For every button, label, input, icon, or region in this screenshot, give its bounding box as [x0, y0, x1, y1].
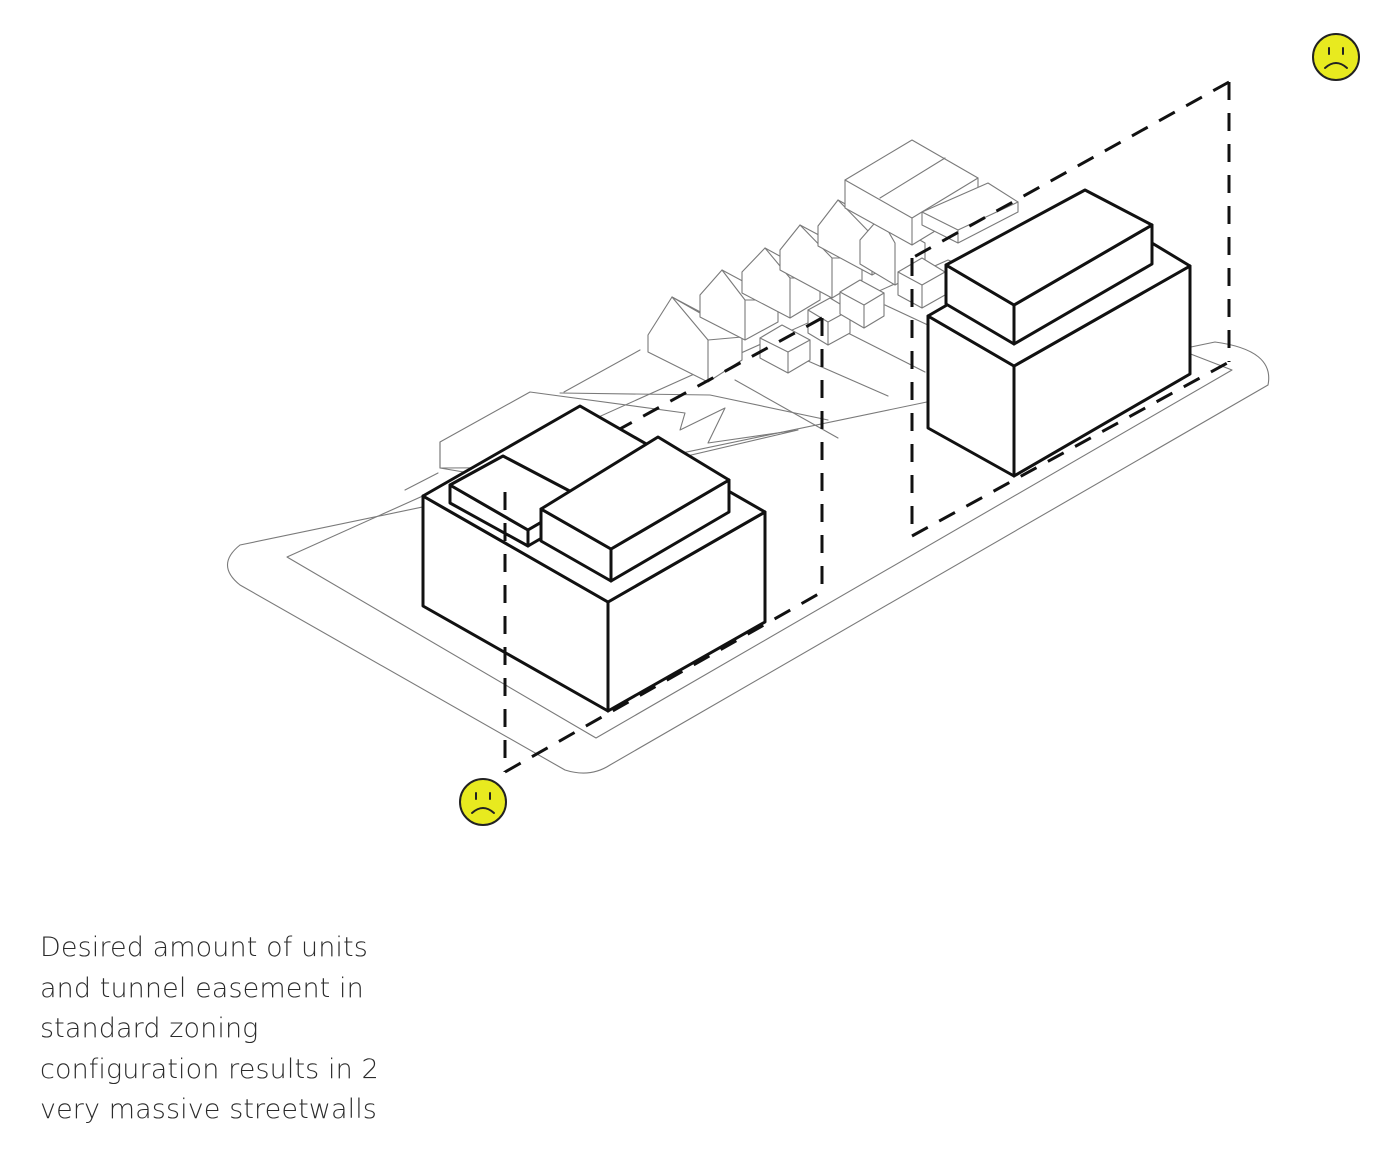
sad-face-icon — [459, 778, 507, 826]
building-mass-right — [926, 188, 1192, 478]
caption-line: and tunnel easement in — [40, 972, 364, 1004]
sad-face-icon — [1312, 33, 1360, 81]
tunnel-easement-envelope-right — [910, 80, 1231, 538]
sidewalk-outer-edge — [226, 341, 1270, 774]
building-mass-left — [421, 404, 767, 713]
shed — [839, 279, 885, 329]
diagram-caption: Desired amount of units and tunnel easem… — [40, 928, 460, 1131]
context-houses — [647, 139, 1019, 383]
caption-line: Desired amount of units — [40, 932, 368, 963]
shed — [759, 324, 811, 374]
caption-line: standard zoning — [40, 1013, 259, 1044]
mass-right-upper-top-face — [944, 188, 1154, 307]
context-sheds — [759, 257, 946, 374]
caption-line: configuration results in 2 — [40, 1053, 379, 1085]
mass-left-upper-top-face — [539, 435, 731, 551]
context-house — [741, 247, 821, 319]
caption-line: very massive streetwalls — [40, 1094, 377, 1125]
